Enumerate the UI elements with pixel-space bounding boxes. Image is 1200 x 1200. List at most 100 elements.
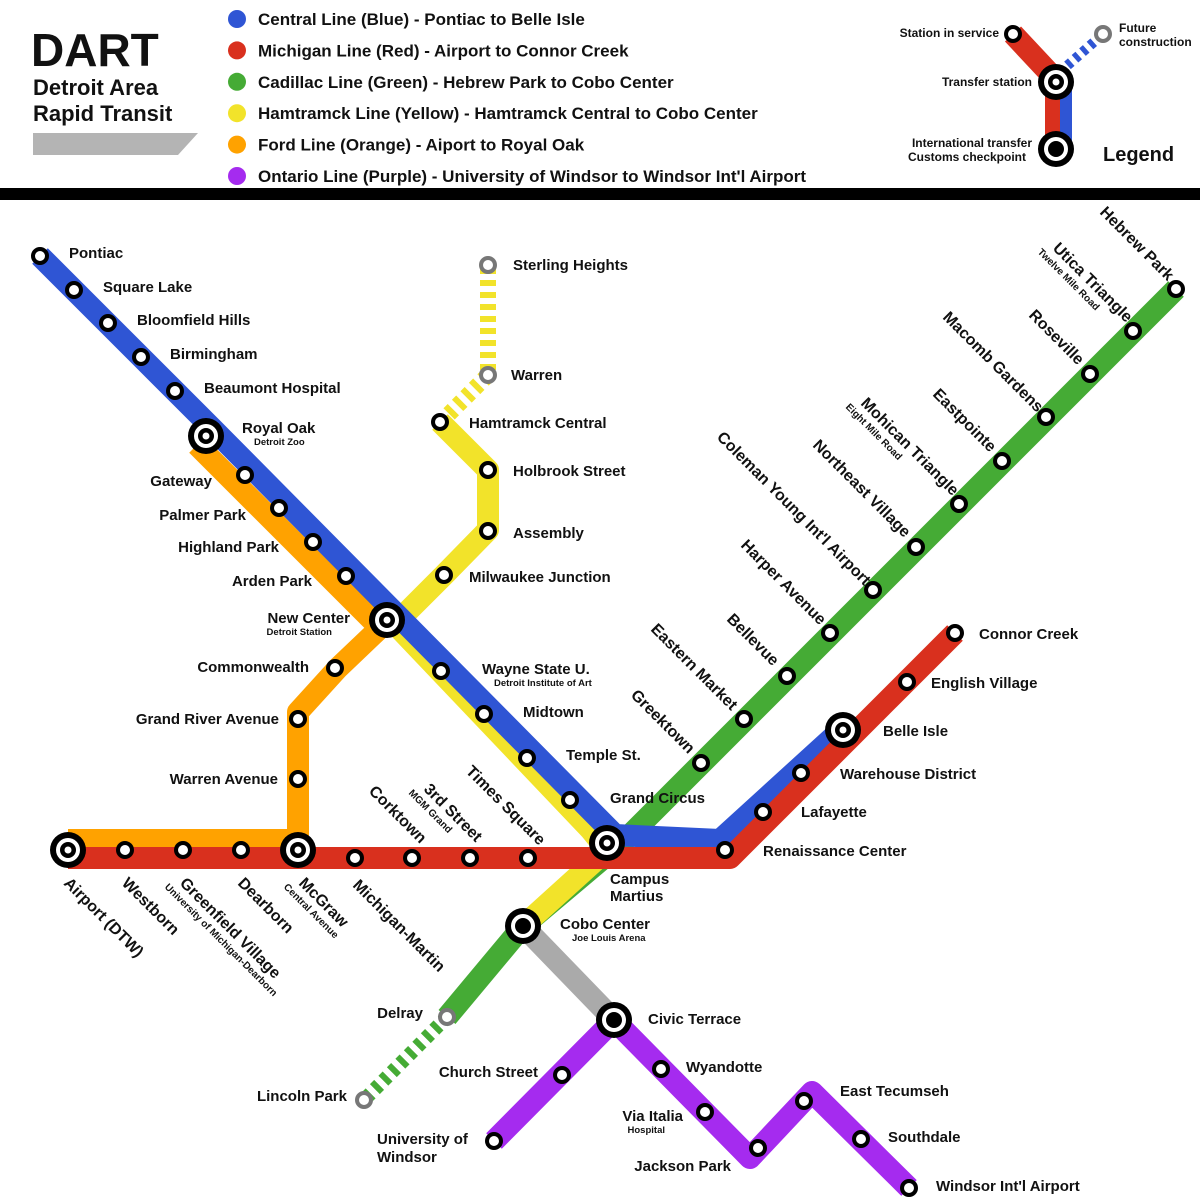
station-warren-ave[interactable] bbox=[289, 770, 307, 788]
station-name: Harper Avenue bbox=[737, 537, 829, 629]
station-label-beaumont: Beaumont Hospital bbox=[204, 380, 341, 397]
station-label-assembly: Assembly bbox=[513, 525, 585, 542]
station-southdale[interactable] bbox=[852, 1130, 870, 1148]
station-east-tecumseh[interactable] bbox=[795, 1092, 813, 1110]
station-name: Hamtramck Central bbox=[469, 415, 607, 432]
station-civic-terrace[interactable] bbox=[596, 1002, 632, 1038]
line-label: Michigan Line (Red) - Airport to Connor … bbox=[258, 41, 629, 60]
legend-future-label-2: construction bbox=[1119, 35, 1192, 49]
station-label-sterling-heights: Sterling Heights bbox=[513, 257, 628, 274]
station-macomb[interactable] bbox=[1037, 408, 1055, 426]
station-windsor-airport[interactable] bbox=[900, 1179, 918, 1197]
map-subtitle-line1: Detroit Area bbox=[33, 75, 159, 100]
station-milwaukee[interactable] bbox=[435, 566, 453, 584]
station-wayne-state[interactable] bbox=[432, 662, 450, 680]
station-highland-park[interactable] bbox=[304, 533, 322, 551]
station-square-lake[interactable] bbox=[65, 281, 83, 299]
station-name: Bloomfield Hills bbox=[137, 312, 250, 329]
station-arden-park[interactable] bbox=[337, 567, 355, 585]
station-greektown[interactable] bbox=[692, 754, 710, 772]
stations bbox=[31, 247, 1185, 1197]
station-warren[interactable] bbox=[479, 366, 497, 384]
station-hebrew-park[interactable] bbox=[1167, 280, 1185, 298]
line-entry-blue: Central Line (Blue) - Pontiac to Belle I… bbox=[228, 10, 585, 29]
station-greenfield[interactable] bbox=[174, 841, 192, 859]
station-assembly[interactable] bbox=[479, 522, 497, 540]
station-airport-dtw[interactable] bbox=[50, 832, 86, 868]
station-bloomfield-hills[interactable] bbox=[99, 314, 117, 332]
station-label-southdale: Southdale bbox=[888, 1129, 961, 1146]
station-via-italia[interactable] bbox=[696, 1103, 714, 1121]
station-palmer-park[interactable] bbox=[270, 499, 288, 517]
station-pontiac[interactable] bbox=[31, 247, 49, 265]
station-delray[interactable] bbox=[438, 1008, 456, 1026]
station-english-village[interactable] bbox=[898, 673, 916, 691]
station-northeast-village[interactable] bbox=[907, 538, 925, 556]
station-church-street[interactable] bbox=[553, 1066, 571, 1084]
station-label-bellevue: Bellevue bbox=[723, 611, 782, 670]
station-midtown[interactable] bbox=[475, 705, 493, 723]
station-warehouse[interactable] bbox=[792, 764, 810, 782]
station-connor-creek[interactable] bbox=[946, 624, 964, 642]
station-royal-oak[interactable] bbox=[188, 418, 224, 454]
station-bellevue[interactable] bbox=[778, 667, 796, 685]
station-lafayette[interactable] bbox=[754, 803, 772, 821]
station-name: Commonwealth bbox=[197, 659, 309, 676]
station-name: Civic Terrace bbox=[648, 1011, 741, 1028]
station-michigan-martin[interactable] bbox=[346, 849, 364, 867]
station-grand-river[interactable] bbox=[289, 710, 307, 728]
station-name: Connor Creek bbox=[979, 626, 1079, 643]
station-birmingham[interactable] bbox=[132, 348, 150, 366]
station-mohican[interactable] bbox=[950, 495, 968, 513]
yellow-future-track bbox=[440, 268, 496, 423]
station-utica[interactable] bbox=[1124, 322, 1142, 340]
station-times-square[interactable] bbox=[519, 849, 537, 867]
station-label-coleman-young: Coleman Young Int'l Airport bbox=[713, 429, 874, 590]
station-name: Greenfield Village bbox=[176, 875, 283, 982]
station-temple[interactable] bbox=[518, 749, 536, 767]
station-jackson-park[interactable] bbox=[749, 1139, 767, 1157]
station-mcgraw[interactable] bbox=[280, 832, 316, 868]
station-gateway[interactable] bbox=[236, 466, 254, 484]
station-new-center[interactable] bbox=[369, 602, 405, 638]
station-commonwealth[interactable] bbox=[326, 659, 344, 677]
station-hamtramck-central[interactable] bbox=[431, 413, 449, 431]
station-name: Jackson Park bbox=[634, 1158, 731, 1175]
line-label: Ford Line (Orange) - Aiport to Royal Oak bbox=[258, 136, 585, 155]
station-third-street[interactable] bbox=[461, 849, 479, 867]
station-cobo[interactable] bbox=[505, 908, 541, 944]
station-westborn[interactable] bbox=[116, 841, 134, 859]
station-name: East Tecumseh bbox=[840, 1083, 949, 1100]
station-renaissance[interactable] bbox=[716, 841, 734, 859]
station-eastern-market[interactable] bbox=[735, 710, 753, 728]
station-name: Windsor Int'l Airport bbox=[936, 1178, 1080, 1195]
station-belle-isle[interactable] bbox=[825, 712, 861, 748]
orange-line-track bbox=[68, 437, 391, 851]
station-corktown[interactable] bbox=[403, 849, 421, 867]
line-color-dot bbox=[228, 104, 246, 123]
station-u-windsor[interactable] bbox=[485, 1132, 503, 1150]
station-grand-circus[interactable] bbox=[561, 791, 579, 809]
station-label-square-lake: Square Lake bbox=[103, 279, 192, 296]
station-sterling-heights[interactable] bbox=[479, 256, 497, 274]
station-subtitle: Detroit Zoo bbox=[254, 437, 305, 448]
line-list: Central Line (Blue) - Pontiac to Belle I… bbox=[228, 10, 806, 186]
station-wyandotte[interactable] bbox=[652, 1060, 670, 1078]
station-lincoln-park[interactable] bbox=[355, 1091, 373, 1109]
station-name: Highland Park bbox=[178, 539, 280, 556]
legend-international-icon bbox=[1038, 131, 1074, 167]
station-harper[interactable] bbox=[821, 624, 839, 642]
station-beaumont[interactable] bbox=[166, 382, 184, 400]
station-label-grand-circus: Grand Circus bbox=[610, 790, 705, 807]
station-eastpointe[interactable] bbox=[993, 452, 1011, 470]
station-holbrook[interactable] bbox=[479, 461, 497, 479]
line-entry-orange: Ford Line (Orange) - Aiport to Royal Oak bbox=[228, 135, 585, 155]
station-campus-martius[interactable] bbox=[589, 825, 625, 861]
station-name: Gateway bbox=[150, 473, 212, 490]
station-roseville[interactable] bbox=[1081, 365, 1099, 383]
station-dearborn[interactable] bbox=[232, 841, 250, 859]
station-name: English Village bbox=[931, 675, 1037, 692]
station-coleman-young[interactable] bbox=[864, 581, 882, 599]
